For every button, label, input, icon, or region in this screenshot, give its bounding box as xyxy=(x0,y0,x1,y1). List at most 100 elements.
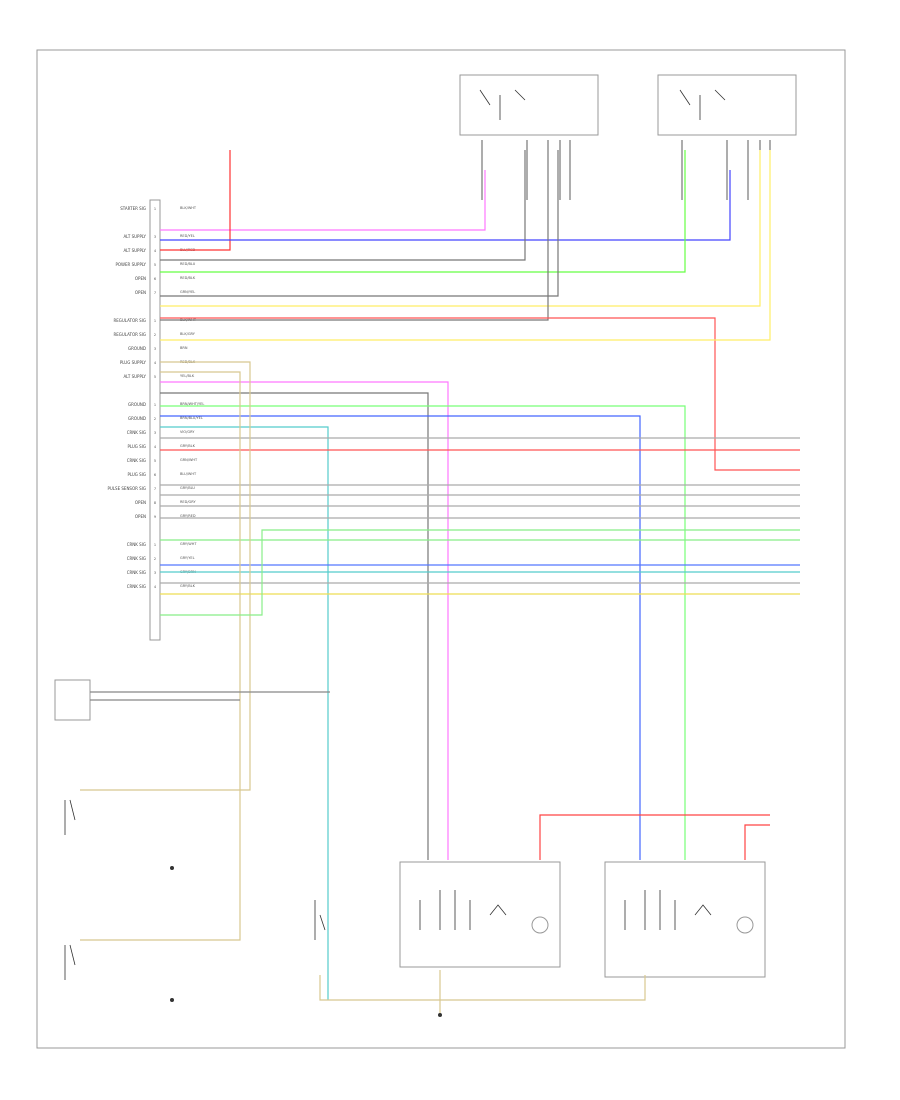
connector-pin-number: 7 xyxy=(154,487,156,491)
wire-teal xyxy=(160,426,329,1000)
connector-pin-number: 3 xyxy=(154,347,156,351)
connector-row-label: ALT SUPPLY xyxy=(123,234,146,239)
connector-pin-number: 4 xyxy=(154,361,157,365)
connector-row-label: STARTER SIG xyxy=(120,206,146,211)
connector-pin-number: 4 xyxy=(154,585,157,589)
connector-row-label: GROUND xyxy=(128,346,146,351)
connector-wire-color: RED/BLK xyxy=(180,276,196,280)
connector-row-label: PULSE SENSOR SIG xyxy=(107,486,146,491)
connector-pin-number: 1 xyxy=(154,543,156,547)
connector-wire-color: GRY/BLU xyxy=(180,486,195,490)
relay-box-left xyxy=(459,74,599,136)
wire-red-top xyxy=(160,150,231,251)
wire-yellow-1 xyxy=(160,150,761,307)
connector-wire-color: GRY/BLK xyxy=(180,444,196,448)
connector-wire-color: RED/YEL xyxy=(180,234,195,238)
wire-red-2 xyxy=(160,317,800,471)
connector-pin-number: 1 xyxy=(154,207,156,211)
connector-wire-color: BLU/WHT xyxy=(180,472,197,476)
connector-row-label: CRNK SIG xyxy=(127,430,146,435)
connector-pin-number: 8 xyxy=(154,501,156,505)
connector-rows: STARTER SIG 1 BLK/WHT ALT SUPPLY 3 RED/YEL ALT… xyxy=(107,206,204,589)
connector-row-label: OPEN xyxy=(135,500,146,505)
connector-row-label: CRNK SIG xyxy=(127,570,146,575)
connector-pin-number: 4 xyxy=(154,445,157,449)
wire-gray-2 xyxy=(160,150,559,297)
connector-row-label: CRNK SIG xyxy=(127,542,146,547)
connector-row-label: REGULATOR SIG xyxy=(113,318,146,323)
connector-wire-color: GRY/BLK xyxy=(180,584,196,588)
connector-pin-number: 1 xyxy=(154,403,156,407)
connector-pin-number: 9 xyxy=(154,515,156,519)
wire-tan-1 xyxy=(80,361,251,791)
motor-box-right xyxy=(604,861,766,978)
connector-row-label: OPEN xyxy=(135,276,146,281)
connector-wire-color: VIO/GRY xyxy=(180,430,195,434)
connector-row-label: ALT SUPPLY xyxy=(123,248,146,253)
connector-wire-color: BRN xyxy=(180,346,188,350)
connector-wire-color: RED/BLU xyxy=(180,262,196,266)
connector-row-label: ALT SUPPLY xyxy=(123,374,146,379)
connector-row-label: PLUG SUPPLY xyxy=(120,360,147,365)
connector-wire-color: GRY/WHT xyxy=(180,542,197,546)
sensor-switch xyxy=(314,900,326,940)
connector-pin-number: 3 xyxy=(154,431,156,435)
connector-pin-number: 5 xyxy=(154,459,156,463)
wire-yellow-2 xyxy=(160,150,771,341)
connector-pin-number: 7 xyxy=(154,291,156,295)
wire-pink-2 xyxy=(160,381,449,860)
connector-row-label: POWER SUPPLY xyxy=(115,262,146,267)
connector-pin-number: 2 xyxy=(154,557,156,561)
connector-pin-number: 1 xyxy=(154,319,156,323)
control-unit-small xyxy=(54,679,91,721)
wire-green-top xyxy=(160,150,686,273)
connector-wire-color: GRY/YEL xyxy=(180,556,195,560)
wire-pink xyxy=(160,170,486,231)
switch-left-1 xyxy=(64,799,76,835)
connector-wire-color: YEL/BLK xyxy=(180,374,195,378)
connector-wire-color: BRN/BLU/YEL xyxy=(180,416,203,420)
connector-wire-color: RED/GRY xyxy=(180,500,196,504)
wire-ground-bottom xyxy=(319,975,646,1001)
relay-box-right xyxy=(657,74,797,136)
connector-pin-number: 2 xyxy=(154,417,156,421)
switch-left-2 xyxy=(64,944,76,980)
connector-pin-number: 4 xyxy=(154,249,157,253)
connector-row-label: PLUG SIG xyxy=(127,472,146,477)
diagram-frame xyxy=(36,49,846,1049)
wire-tan-2 xyxy=(80,371,241,941)
connector-row-label: OPEN xyxy=(135,514,146,519)
wire-green-2 xyxy=(160,405,686,860)
connector-pin-number: 5 xyxy=(154,263,156,267)
connector-row-label: CRNK SIG xyxy=(127,458,146,463)
connector-wire-color: GRY/RED xyxy=(180,514,196,518)
connector-row-label: CRNK SIG xyxy=(127,584,146,589)
connector-wire-color: BLK/WHT xyxy=(180,206,197,210)
wire-blue-2 xyxy=(160,415,641,860)
motor-box-left xyxy=(399,861,561,968)
connector-pin-number: 6 xyxy=(154,473,156,477)
connector-wire-color: GRN/YEL xyxy=(180,290,195,294)
wire-green-4 xyxy=(160,529,800,616)
wire-red-bottom xyxy=(539,814,770,860)
connector-pin-number: 3 xyxy=(154,571,156,575)
connector-wire-color: BLK/GRY xyxy=(180,332,196,336)
connector-wire-color: BRN/WHT/YEL xyxy=(180,402,204,406)
connector-row-label: GROUND xyxy=(128,402,146,407)
connector-row-label: OPEN xyxy=(135,290,146,295)
connector-pin-number: 3 xyxy=(154,235,156,239)
wire-blue xyxy=(160,170,731,241)
wire-gray-3 xyxy=(160,150,549,321)
connector-row-label: PLUG SIG xyxy=(127,444,146,449)
connector-row-label: CRNK SIG xyxy=(127,556,146,561)
connector-block xyxy=(149,199,161,641)
connector-wire-color: GRN/WHT xyxy=(180,458,198,462)
connector-row-label: GROUND xyxy=(128,416,146,421)
connector-row-label: REGULATOR SIG xyxy=(113,332,146,337)
connector-pin-number: 2 xyxy=(154,333,156,337)
connector-pin-number: 5 xyxy=(154,375,156,379)
connector-pin-number: 6 xyxy=(154,277,156,281)
wire-gray-1 xyxy=(160,150,526,261)
wire-gray-4 xyxy=(160,392,429,860)
